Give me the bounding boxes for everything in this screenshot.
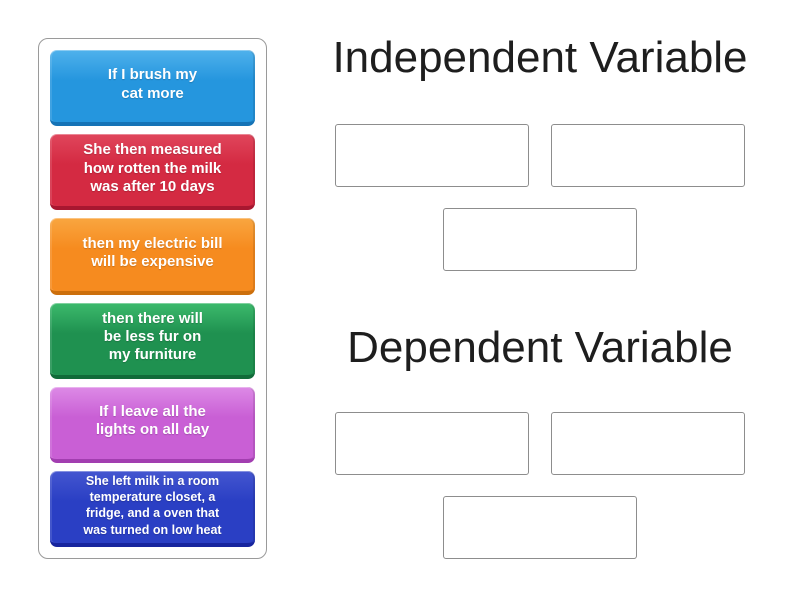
slot-row [443, 208, 637, 271]
drop-slot[interactable] [335, 412, 529, 475]
word-card[interactable]: then there will be less fur on my furnit… [50, 302, 255, 379]
word-card[interactable]: then my electric bill will be expensive [50, 218, 255, 295]
word-card[interactable]: She then measured how rotten the milk wa… [50, 134, 255, 211]
dependent-variable-group: Dependent Variable [300, 318, 780, 559]
word-card[interactable]: If I brush my cat more [50, 50, 255, 127]
word-card[interactable]: If I leave all the lights on all day [50, 386, 255, 463]
drop-slot[interactable] [551, 412, 745, 475]
slot-row [443, 496, 637, 559]
drop-slot[interactable] [335, 124, 529, 187]
word-card[interactable]: She left milk in a room temperature clos… [50, 470, 255, 548]
category-title: Dependent Variable [347, 323, 733, 372]
independent-variable-group: Independent Variable [300, 28, 780, 271]
slot-row [335, 412, 745, 475]
slot-rows [335, 412, 745, 559]
slot-row [335, 124, 745, 187]
category-title: Independent Variable [332, 33, 748, 82]
card-tray: If I brush my cat more She then measured… [38, 38, 267, 559]
slot-rows [335, 124, 745, 271]
drop-slot[interactable] [551, 124, 745, 187]
drop-slot[interactable] [443, 208, 637, 271]
drop-slot[interactable] [443, 496, 637, 559]
